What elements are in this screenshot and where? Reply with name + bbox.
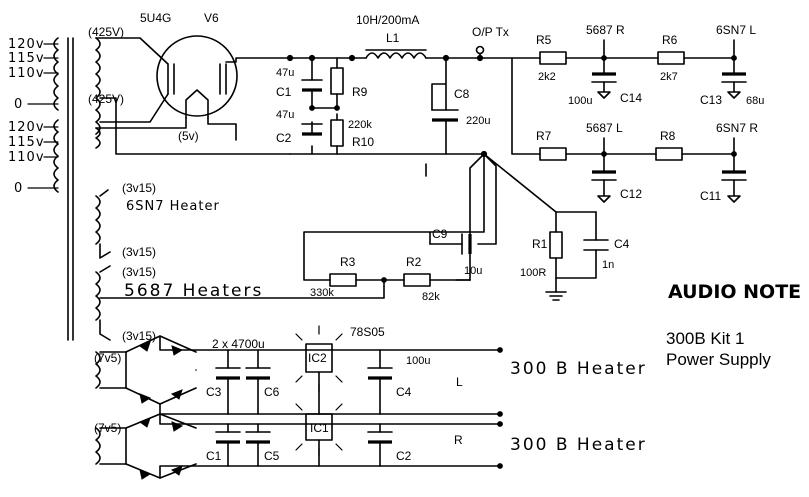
cap-value: 47u bbox=[276, 109, 294, 121]
ic-ref: IC1 bbox=[310, 421, 329, 435]
decoupling-chains: R5 2k2 5687 R 100u C14 R6 2k7 6SN7 L C13… bbox=[511, 23, 764, 203]
cap-value: 100u bbox=[406, 355, 430, 367]
heater-label: 300 B Heater bbox=[510, 359, 647, 379]
cap-value: 47u bbox=[276, 67, 294, 79]
winding-label: (7v5) bbox=[94, 351, 121, 365]
cap-value: 100u bbox=[568, 95, 592, 107]
tap-label: 120v bbox=[8, 37, 45, 52]
winding-label: (3v15) bbox=[122, 329, 156, 343]
res-ref: R5 bbox=[536, 33, 552, 47]
heater-elevation: C9 10u R3 330k R2 82k bbox=[99, 153, 497, 303]
res-ref: R3 bbox=[340, 255, 356, 269]
cap-ref: C11 bbox=[700, 189, 721, 203]
heater-supply-left: 2 x 4700u C3 C6 IC2 78S05 100u C4 300 B … bbox=[99, 325, 647, 417]
res-ref: R2 bbox=[406, 255, 422, 269]
heater-label: 5687 Heaters bbox=[124, 281, 263, 301]
winding-label: (5v) bbox=[178, 129, 199, 143]
res-ref: R10 bbox=[352, 135, 374, 149]
cap-ref: C1 bbox=[276, 85, 292, 99]
cap-ref: C4 bbox=[614, 237, 630, 251]
tube-ref-label: V6 bbox=[204, 11, 219, 25]
secondary-windings: (425V) (425V) (3v15) (3v15) (3v15) (3v15… bbox=[88, 25, 156, 465]
tap-label: 110v bbox=[8, 150, 45, 165]
cap-ref: C14 bbox=[620, 91, 642, 105]
res-value: 82k bbox=[422, 291, 440, 303]
choke-ref: L1 bbox=[386, 31, 400, 45]
tap-label: 0 bbox=[14, 97, 23, 112]
primary-taps: 120v 115v 110v 0 120v 115v 110v 0 bbox=[8, 37, 59, 196]
tap-label: 115v bbox=[8, 135, 45, 150]
cap-value: 1n bbox=[602, 259, 614, 271]
heater-supply-right: C1 C5 IC1 C2 300 B Heater R bbox=[99, 403, 647, 480]
res-value: 220k bbox=[348, 119, 372, 131]
cap-ref: C4 bbox=[396, 385, 412, 399]
res-ref: R7 bbox=[536, 129, 552, 143]
heater-label: 300 B Heater bbox=[510, 435, 647, 455]
cap-ref: C1 bbox=[206, 449, 222, 463]
cap-ref: C2 bbox=[396, 449, 412, 463]
brand-logo: AUDIO NOTE bbox=[668, 281, 801, 303]
cap-value: 10u bbox=[464, 265, 482, 277]
cap-ref: C13 bbox=[700, 93, 722, 107]
side-label: R bbox=[454, 433, 463, 447]
output-tx-label: O/P Tx bbox=[472, 25, 509, 39]
winding-label: (425V) bbox=[88, 25, 124, 39]
heater-label: 6SN7 Heater bbox=[126, 199, 220, 214]
res-value: 330k bbox=[310, 287, 334, 299]
side-label: L bbox=[456, 375, 463, 389]
res-value: 2k2 bbox=[538, 71, 556, 83]
heater-leads: 6SN7 Heater 5687 Heaters bbox=[99, 189, 263, 341]
filter-section: 47u C1 47u C2 R9 220k R10 10H/200mA L1 C… bbox=[276, 13, 513, 158]
res-ref: R1 bbox=[532, 237, 548, 251]
winding-label: (3v15) bbox=[122, 245, 156, 259]
title-line-1: 300B Kit 1 bbox=[666, 329, 744, 348]
cap-value: 2 x 4700u bbox=[212, 337, 265, 351]
res-value: 100R bbox=[520, 267, 546, 279]
cap-value: 220u bbox=[466, 115, 490, 127]
winding-label: (3v15) bbox=[122, 181, 156, 195]
ic-ref: IC2 bbox=[308, 351, 327, 365]
rectifier-tube: 5U4G V6 (5v) bbox=[95, 11, 291, 143]
winding-label: (3v15) bbox=[122, 265, 156, 279]
title-block: AUDIO NOTE 300B Kit 1 Power Supply bbox=[666, 281, 801, 369]
tap-label: 120v bbox=[8, 120, 45, 135]
tube-type-label: 5U4G bbox=[140, 11, 171, 25]
reg-part: 78S05 bbox=[350, 325, 385, 339]
ground-reference: R1 100R C4 1n bbox=[483, 153, 630, 301]
tube-label: 6SN7 R bbox=[716, 121, 758, 135]
cap-value: 68u bbox=[746, 95, 764, 107]
tap-label: 110v bbox=[8, 66, 45, 81]
cap-ref: C2 bbox=[276, 131, 292, 145]
tap-label: 115v bbox=[8, 51, 45, 66]
tube-label: 5687 R bbox=[586, 23, 625, 37]
transformer-core bbox=[67, 37, 74, 341]
res-value: 2k7 bbox=[660, 71, 678, 83]
cap-ref: C6 bbox=[264, 385, 280, 399]
res-ref: R8 bbox=[660, 129, 676, 143]
tube-label: 5687 L bbox=[586, 121, 623, 135]
res-ref: R6 bbox=[662, 33, 678, 47]
cap-ref: C3 bbox=[206, 385, 222, 399]
res-ref: R9 bbox=[352, 85, 368, 99]
winding-label: (425V) bbox=[88, 92, 124, 106]
tube-label: 6SN7 L bbox=[716, 23, 756, 37]
choke-rating: 10H/200mA bbox=[356, 13, 419, 27]
title-line-2: Power Supply bbox=[666, 350, 771, 369]
cap-ref: C9 bbox=[432, 227, 448, 241]
cap-ref: C8 bbox=[454, 87, 470, 101]
cap-ref: C12 bbox=[620, 187, 642, 201]
cap-ref: C5 bbox=[264, 449, 280, 463]
tap-label: 0 bbox=[14, 181, 23, 196]
